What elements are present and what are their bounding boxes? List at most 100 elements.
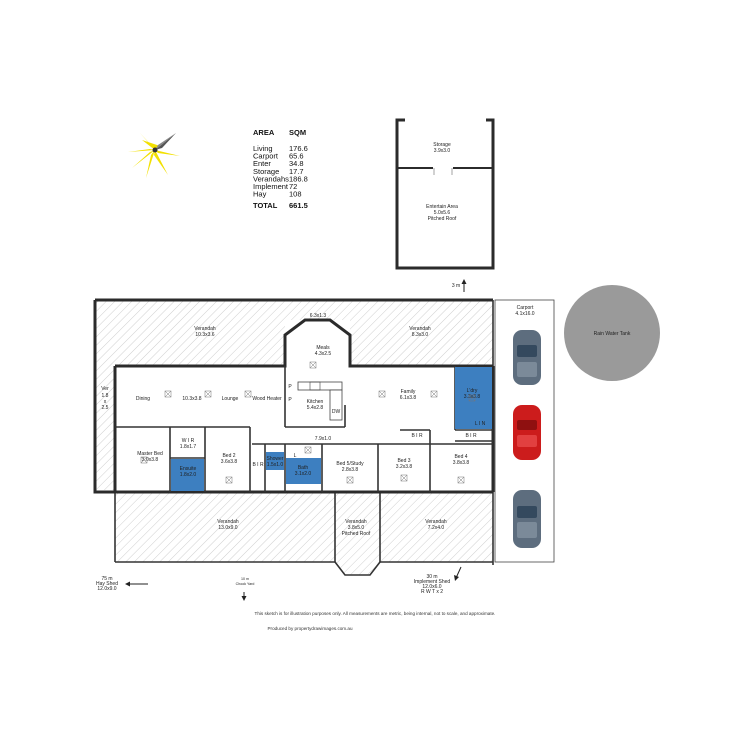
room-dim: x: [104, 399, 107, 405]
room-dim: 3.2x3.8: [396, 464, 413, 470]
arrow-down-right-icon: [454, 566, 462, 581]
light-markers: [140, 361, 476, 484]
area-header: AREA: [253, 128, 275, 137]
room-dim: 3.8x5.0: [348, 525, 365, 531]
room-label: Wood Heater: [252, 396, 282, 402]
area-row-label: Implement: [253, 182, 289, 191]
room-label: B I R: [465, 433, 477, 439]
light-icon: [164, 390, 172, 398]
room-dim: 7.9x1.0: [315, 436, 332, 442]
room-dim: 8.3x3.0: [412, 332, 429, 338]
area-row-label: Hay: [253, 190, 267, 199]
room-label: Master Bed: [137, 451, 163, 457]
light-icon: [346, 476, 354, 484]
outbuilding: Storage 3.9x3.0 Entertain Area 5.0x5.6 P…: [395, 118, 495, 270]
entertain-label: Entertain Area: [426, 204, 458, 210]
impl-tanks: R W T x 2: [421, 589, 443, 595]
room-dim: 1.8x1.7: [180, 444, 197, 450]
total-value: 661.5: [289, 201, 308, 210]
light-icon: [378, 390, 386, 398]
area-row-label: Carport: [253, 152, 279, 161]
room-label: Family: [401, 389, 416, 395]
room-label: Bed 2: [222, 453, 235, 459]
light-icon: [304, 446, 312, 454]
room-dim: 3.6x3.8: [221, 459, 238, 465]
car-red-icon: [513, 405, 541, 460]
room-label: Verandah: [409, 326, 431, 332]
room-label: L I N: [475, 421, 486, 427]
chook-name: Chook Yard: [236, 582, 255, 586]
room-label: B I R: [411, 433, 423, 439]
water-tank: [564, 285, 660, 381]
impl-distance: 30 m: [426, 574, 437, 580]
room-dim: 1.5x1.0: [267, 462, 284, 468]
wet-areas: [171, 367, 492, 491]
room-label: Rain Water Tank: [594, 331, 631, 337]
room-dim: 6.1x3.8: [400, 395, 417, 401]
room-dim: 10.3x3.6: [195, 332, 214, 338]
light-icon: [430, 390, 438, 398]
hay-dim: 12.0x9.0: [97, 586, 116, 592]
room-label: Bed 5/Study: [336, 461, 364, 467]
room-label: Verandah: [345, 519, 367, 525]
entertain-dim: 5.0x5.6: [434, 210, 451, 216]
room-dim: 1.8: [102, 393, 109, 399]
room-dim: 10.3x3.8: [182, 396, 201, 402]
light-icon: [140, 456, 148, 464]
room-dim: 4.1x16.0: [515, 311, 534, 317]
area-row-label: Storage: [253, 167, 279, 176]
total-label: TOTAL: [253, 201, 278, 210]
room-label: B I R: [252, 462, 264, 468]
room-label: Ensuite: [180, 466, 197, 472]
room-dim: 6.3x1.3: [310, 313, 327, 319]
room-dim: 3.0x3.8: [142, 457, 159, 463]
outbuilding-distance: 3 m: [452, 283, 460, 289]
room-labels: Verandah 10.3x3.6 6.3x1.3 Verandah 8.3x3…: [101, 305, 631, 537]
room-dim: 3.3x3.8: [464, 394, 481, 400]
room-dim: 1.8x2.0: [180, 472, 197, 478]
room-label: P: [288, 397, 292, 403]
light-icon: [400, 474, 408, 482]
area-row-value: 186.8: [289, 174, 308, 183]
light-icon: [457, 476, 465, 484]
room-dim: 2.5: [102, 405, 109, 411]
room-label: Lounge: [222, 396, 239, 402]
room-dim: 2.8x3.8: [342, 467, 359, 473]
room-dim: 5.4x2.8: [307, 405, 324, 411]
room-dim: 4.3x2.5: [315, 351, 332, 357]
hay-name: Hay Shed: [96, 581, 118, 587]
room-dim: 3.1x2.0: [295, 471, 312, 477]
car-icon: [513, 490, 541, 548]
room-label: Meals: [316, 345, 330, 351]
car-icon: [513, 330, 541, 385]
room-label: L: [294, 453, 297, 459]
light-icon: [309, 361, 317, 369]
room-label: Bed 4: [454, 454, 467, 460]
compass-icon: [128, 133, 180, 178]
entertain-note: Pitched Roof: [428, 216, 457, 222]
storage-dim: 3.9x3.0: [434, 148, 451, 154]
impl-dim: 12.0x6.0: [422, 584, 441, 590]
room-label: Bath: [298, 465, 309, 471]
arrow-up-icon: [461, 279, 467, 292]
room-dim: 13.0x9.0: [218, 525, 237, 531]
room-label: Dining: [136, 396, 150, 402]
chook-distance: 10 m: [241, 577, 249, 581]
light-icon: [225, 476, 233, 484]
room-label: W I R: [182, 438, 195, 444]
area-row-value: 176.6: [289, 144, 308, 153]
light-icon: [204, 390, 212, 398]
distance-annotations: 75 m Hay Shed 12.0x9.0 10 m Chook Yard 3…: [96, 566, 462, 601]
light-icon: [244, 390, 252, 398]
kitchen-bench: [297, 381, 343, 421]
room-label: Verandah: [194, 326, 216, 332]
area-row-value: 108: [289, 190, 302, 199]
hay-distance: 75 m: [101, 576, 112, 582]
room-label: Ver: [101, 386, 109, 392]
arrow-left-icon: [125, 581, 148, 587]
storage-label: Storage: [433, 142, 451, 148]
area-row-label: Verandahs: [253, 174, 289, 183]
